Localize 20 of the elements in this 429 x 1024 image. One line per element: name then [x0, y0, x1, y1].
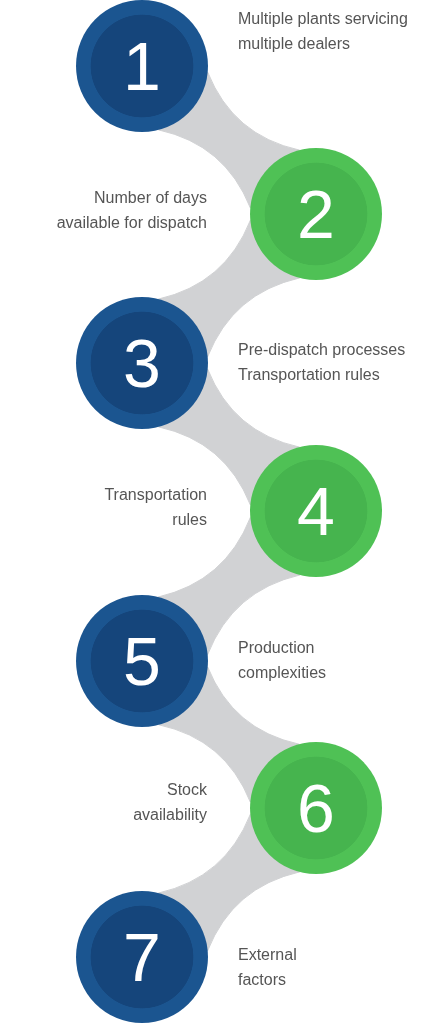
- step-description: Production complexities: [238, 638, 328, 683]
- step-description: Multiple plants servicing multiple dealers: [238, 9, 409, 54]
- step-number: 5: [123, 627, 161, 695]
- step-number: 3: [123, 329, 161, 397]
- step-number: 2: [297, 180, 335, 248]
- connector-band: [158, 368, 300, 506]
- connector-band: [157, 219, 301, 358]
- step-description: Stock availability: [132, 780, 207, 825]
- step-description: Number of days available for dispatch: [55, 188, 207, 233]
- step-number: 7: [123, 923, 161, 991]
- step-number: 4: [297, 477, 335, 545]
- connector-band: [158, 71, 300, 209]
- connector-band: [157, 517, 301, 655]
- connector-band: [158, 666, 300, 803]
- step-number: 6: [297, 774, 335, 842]
- step-description: Pre-dispatch processes Transportation rules: [238, 340, 407, 385]
- step-number: 1: [123, 32, 161, 100]
- connector-band: [157, 813, 301, 952]
- step-description: Transportation rules: [103, 485, 207, 530]
- step-description: External factors: [238, 945, 298, 990]
